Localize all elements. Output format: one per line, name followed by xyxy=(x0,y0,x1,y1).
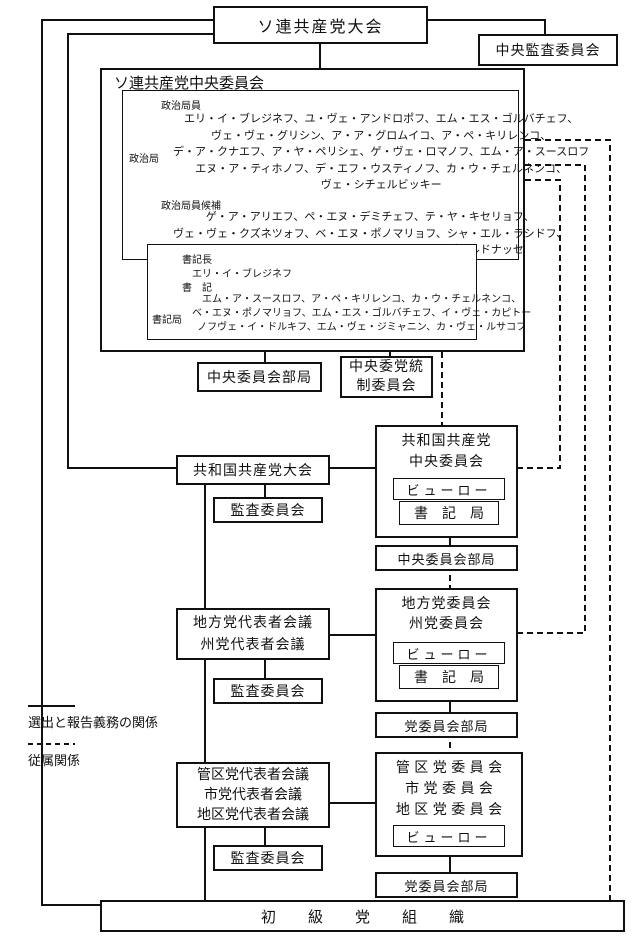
secretaries-title: 書 記 xyxy=(182,283,212,294)
district-conference-line: 管区党代表者会議 xyxy=(197,767,309,783)
regional-secretariat-box: 書 記 局 xyxy=(399,665,499,689)
republic-bureau-label: ビューロー xyxy=(406,483,492,499)
district-audit-box: 監査委員会 xyxy=(213,845,323,871)
politburo-box: 政治局 政治局員 エリ・イ・ブレジネフ、ユ・ヴェ・アンドロポフ、エム・エス・ゴル… xyxy=(122,90,589,260)
republic-cc-title-line: 中央委員会 xyxy=(409,454,484,470)
republic-departments-label: 中央委員会部局 xyxy=(397,552,496,568)
regional-bureau-box: ビューロー xyxy=(393,642,505,664)
primary-organization-label: 初級党組織 xyxy=(260,907,496,926)
secretary-line: エム・ア・スースロフ、ア・ペ・キリレンコ、カ・ウ・チェルネンコ、 xyxy=(202,294,522,305)
district-conference-line: 市党代表者会議 xyxy=(204,787,302,803)
republic-congress-label: 共和国共産党大会 xyxy=(193,463,313,479)
district-conference-line: 地区党代表者会議 xyxy=(197,807,309,823)
candidate-line: ヴェ・ヴェ・クズネツォフ、ベ・エヌ・ポノマリョフ、シャ・エル・ラシドフ、 xyxy=(173,226,568,240)
regional-committee-line: 州党委員会 xyxy=(409,616,484,632)
cc-departments-box: 中央委員会部局 xyxy=(197,362,322,392)
district-committee-line: 市 党 委 員 会 xyxy=(405,781,493,797)
regional-departments-box: 党委員会部局 xyxy=(375,712,518,738)
secretary-line: ベ・エヌ・ポノマリョフ、エム・エス・ゴルバチェフ、イ・ヴェ・カピトー xyxy=(192,308,532,319)
control-committee-line: 制委員会 xyxy=(356,378,417,394)
regional-committee-line: 地方党委員会 xyxy=(401,596,492,612)
politburo-members-list: エリ・イ・ブレジネフ、ユ・ヴェ・アンドロポフ、エム・エス・ゴルバチェフ、 ヴェ・… xyxy=(173,111,589,194)
central-audit-commission-label: 中央監査委員会 xyxy=(495,43,601,59)
republic-congress-box: 共和国共産党大会 xyxy=(176,455,330,485)
district-conference-box: 管区党代表者会議 市党代表者会議 地区党代表者会議 xyxy=(176,762,330,828)
politburo-member-line: ヴェ・シチェルビッキー xyxy=(320,178,442,191)
central-committee-title: ソ連共産党中央委員会 xyxy=(114,74,265,92)
candidates-title: 政治局員候補 xyxy=(161,201,221,212)
secretariat-box: 書記長 エリ・イ・ブレジネフ 書 記 書記局 エム・ア・スースロフ、ア・ペ・キリ… xyxy=(147,244,531,340)
district-departments-box: 党委員会部局 xyxy=(375,872,518,898)
regional-audit-label: 監査委員会 xyxy=(230,684,306,700)
control-committee-line: 中央委党統 xyxy=(349,359,424,375)
central-audit-commission-box: 中央監査委員会 xyxy=(478,34,618,66)
republic-audit-box: 監査委員会 xyxy=(213,497,323,523)
district-bureau-box: ビューロー xyxy=(393,825,505,847)
republic-departments-box: 中央委員会部局 xyxy=(375,545,518,571)
regional-secretariat-label: 書 記 局 xyxy=(414,670,484,686)
republic-cc-title-line: 共和国共産党 xyxy=(401,433,492,449)
primary-organization-box: 初級党組織 xyxy=(100,900,625,932)
control-committee-box: 中央委党統 制委員会 xyxy=(340,356,433,398)
party-congress-box: ソ連共産党大会 xyxy=(213,6,428,44)
secretary-line: ノフヴェ・イ・ドルキフ、エム・ヴェ・ジミャニン、カ・ヴェ・ルサコフ xyxy=(197,322,527,333)
regional-departments-label: 党委員会部局 xyxy=(404,719,489,735)
cc-departments-label: 中央委員会部局 xyxy=(207,370,312,386)
politburo-member-line: ヴェ・ヴェ・グリシン、ア・ア・グロムイコ、ア・ペ・キリレンコ、 xyxy=(210,128,552,142)
politburo-member-line: エリ・イ・ブレジネフ、ユ・ヴェ・アンドロポフ、エム・エス・ゴルバチェフ、 xyxy=(184,112,579,125)
regional-audit-box: 監査委員会 xyxy=(213,678,323,704)
legend-dashed-label: 従属関係 xyxy=(28,754,81,769)
district-departments-label: 党委員会部局 xyxy=(404,879,489,895)
general-secretary-name: エリ・イ・ブレジネフ xyxy=(192,269,292,280)
politburo-side-label: 政治局 xyxy=(129,154,159,165)
district-committee-line: 地 区 党 委 員 会 xyxy=(395,802,503,818)
general-secretary-title: 書記長 xyxy=(182,255,212,266)
republic-secretariat-label: 書 記 局 xyxy=(414,506,484,522)
politburo-member-line: エヌ・ア・ティホノフ、デ・エフ・ウスティノフ、カ・ウ・チェルネンコ、 xyxy=(195,161,568,175)
regional-conference-line: 地方党代表者会議 xyxy=(193,615,313,631)
republic-audit-label: 監査委員会 xyxy=(230,503,306,519)
politburo-member-line: デ・ア・クナエフ、ア・ヤ・ペリシェ、ゲ・ヴェ・ロマノフ、エム・ア・スースロフ xyxy=(173,145,590,158)
district-committee-line: 管 区 党 委 員 会 xyxy=(395,760,503,776)
regional-bureau-label: ビューロー xyxy=(406,647,492,663)
politburo-members-title: 政治局員 xyxy=(161,101,201,112)
party-congress-label: ソ連共産党大会 xyxy=(257,17,384,36)
republic-secretariat-box: 書 記 局 xyxy=(399,501,499,525)
district-bureau-label: ビューロー xyxy=(406,830,492,846)
regional-conference-box: 地方党代表者会議 州党代表者会議 xyxy=(176,608,330,660)
republic-bureau-box: ビューロー xyxy=(393,478,505,500)
regional-conference-line: 州党代表者会議 xyxy=(200,637,306,653)
secretaries-list: エム・ア・スースロフ、ア・ペ・キリレンコ、カ・ウ・チェルネンコ、 ベ・エヌ・ポノ… xyxy=(192,293,531,335)
legend-solid-label: 選出と報告義務の関係 xyxy=(28,716,159,731)
secretariat-side-label: 書記局 xyxy=(152,315,182,326)
candidate-line: ゲ・ア・アリエフ、ペ・エヌ・デミチェフ、テ・ヤ・キセリョフ、 xyxy=(205,210,535,223)
district-audit-label: 監査委員会 xyxy=(230,851,306,867)
